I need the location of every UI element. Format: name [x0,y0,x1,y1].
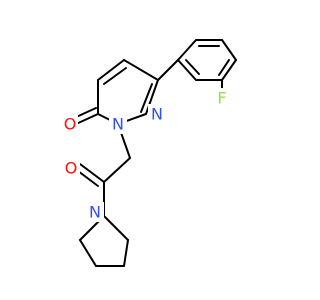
oxygen-carbonyl-label: O [64,115,77,134]
pyrrolidine-ring [79,215,129,267]
label-bg [109,114,127,134]
fluorophenyl-ring [177,39,237,97]
bond [157,59,179,81]
bond-double-inner [140,83,153,113]
label-bg [148,104,166,124]
bond [221,59,237,81]
atom-label-backgrounds [60,88,231,222]
bond-double-inner [185,59,200,75]
bond [221,39,237,61]
bond [79,239,97,267]
bond [123,59,159,81]
label-bg [60,114,78,134]
bond [97,59,125,81]
label-bg [62,158,80,178]
bond [103,215,129,241]
bond [79,163,105,183]
oxygen-amide-label: O [65,159,78,178]
bond-double-inner [103,67,127,85]
atom-labels: O N N F O N [64,89,227,222]
bond-double-inner [218,59,230,76]
bond [103,157,131,183]
nitrogen-pyrrolidine-label: N [89,203,101,222]
nitrogen-ring-label: N [151,105,163,124]
molecule-structure: O N N F O N [60,39,237,267]
bond [75,113,99,125]
bond [123,239,129,267]
label-bg [86,202,104,222]
bond [177,39,197,61]
fluorine-label: F [217,89,226,108]
label-bg [213,88,231,108]
nitrogen-ring-label: N [112,115,124,134]
bond [177,59,197,81]
